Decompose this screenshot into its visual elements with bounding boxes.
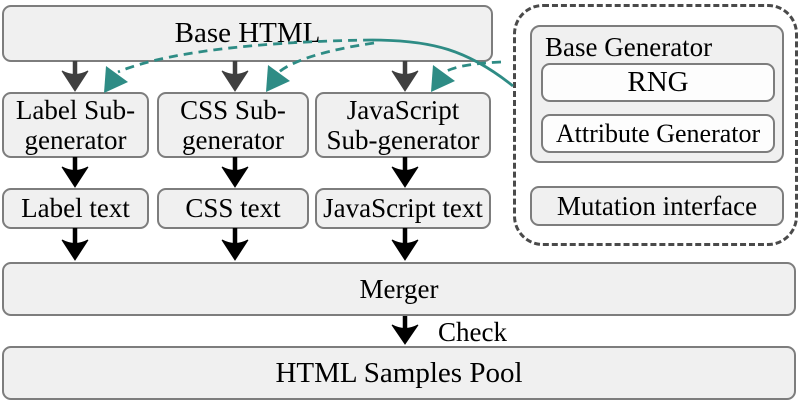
node-css-text: CSS text xyxy=(157,188,309,229)
node-mutation-interface-label: Mutation interface xyxy=(556,190,758,221)
node-base-html-label: Base HTML xyxy=(174,17,321,50)
teal-arrowhead-js-sub xyxy=(431,65,455,92)
node-label-text: Label text xyxy=(2,188,149,229)
node-attribute-generator: Attribute Generator xyxy=(541,114,775,153)
node-javascript-subgenerator-line1: JavaScript xyxy=(346,94,460,125)
node-rng-label: RNG xyxy=(627,66,689,99)
teal-arrowhead-css-sub xyxy=(266,65,290,92)
node-html-samples-pool: HTML Samples Pool xyxy=(2,346,796,400)
arrow-label-sub-to-label-text xyxy=(61,157,89,188)
arrow-basehtml-to-css-sub xyxy=(221,61,249,92)
arrow-js-text-to-merger xyxy=(391,228,419,261)
arrow-css-text-to-merger xyxy=(221,228,249,261)
base-generator-panel xyxy=(513,4,798,246)
node-css-text-label: CSS text xyxy=(185,193,281,224)
node-javascript-subgenerator-line2: Sub-generator xyxy=(326,125,480,155)
node-html-samples-pool-label: HTML Samples Pool xyxy=(275,356,523,389)
node-base-generator-title: Base Generator xyxy=(545,32,713,62)
node-rng: RNG xyxy=(541,63,775,102)
arrow-basehtml-to-js-sub xyxy=(391,61,419,92)
arrow-label-text-to-merger xyxy=(61,228,89,261)
teal-arrowhead-label-sub xyxy=(104,66,128,93)
node-label-subgenerator-line1: Label Sub- xyxy=(15,94,136,125)
arrow-merger-to-pool xyxy=(391,316,419,345)
arrow-css-sub-to-css-text xyxy=(221,157,249,188)
node-label-subgenerator-line2: generator xyxy=(24,125,127,155)
node-merger: Merger xyxy=(2,262,796,316)
arrow-js-sub-to-js-text xyxy=(391,157,419,188)
node-label-subgenerator: Label Sub- generator xyxy=(2,92,149,158)
node-css-subgenerator-line1: CSS Sub- xyxy=(180,94,286,125)
node-label-text-label: Label text xyxy=(21,193,130,224)
node-javascript-subgenerator: JavaScript Sub-generator xyxy=(315,92,491,158)
teal-dashed-to-js-sub xyxy=(444,60,502,74)
node-javascript-text-label: JavaScript text xyxy=(323,193,483,224)
node-merger-label: Merger xyxy=(359,273,439,304)
node-mutation-interface: Mutation interface xyxy=(530,186,784,226)
node-css-subgenerator: CSS Sub- generator xyxy=(157,92,309,158)
node-attribute-generator-label: Attribute Generator xyxy=(555,118,761,148)
node-javascript-text: JavaScript text xyxy=(315,188,491,229)
check-label: Check xyxy=(438,317,507,347)
node-base-html: Base HTML xyxy=(2,5,493,62)
arrow-basehtml-to-label-sub xyxy=(61,61,89,92)
node-css-subgenerator-line2: generator xyxy=(182,125,284,155)
